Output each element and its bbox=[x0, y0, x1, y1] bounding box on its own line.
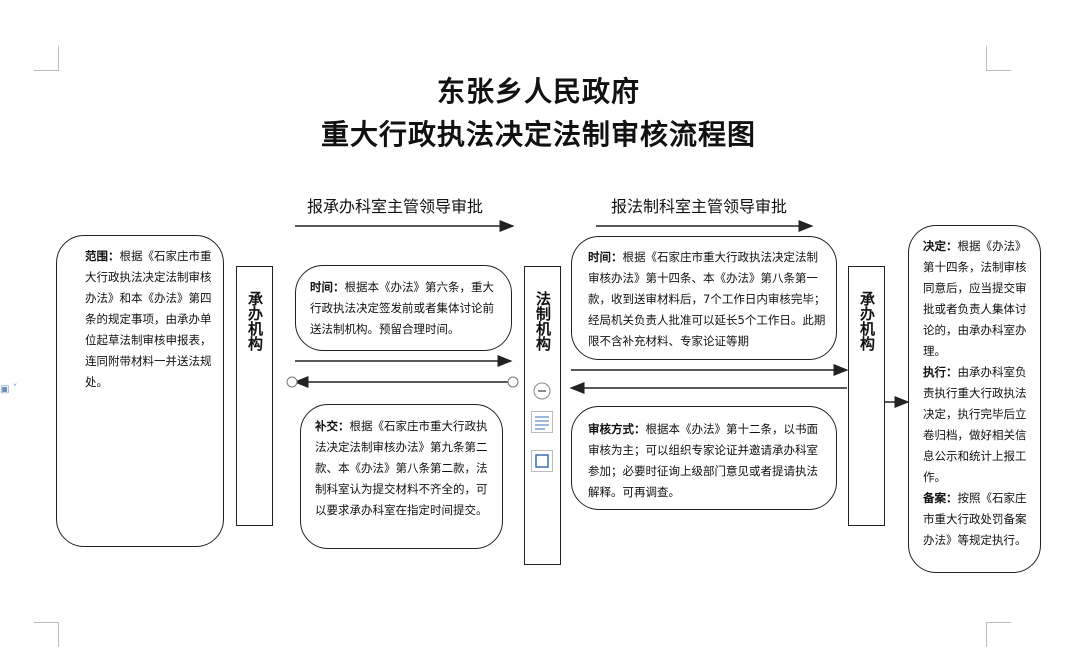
page-corner-mark bbox=[34, 622, 59, 647]
handle-right bbox=[507, 376, 519, 388]
collapse-icon[interactable] bbox=[532, 381, 552, 401]
title-line-2: 重大行政执法决定法制审核流程图 bbox=[320, 118, 756, 151]
decision-text: 根据《办法》第十四条，法制审核同意后，应当提交审批或者负责人集体讨论的，由承办科… bbox=[923, 239, 1027, 358]
page-corner-mark bbox=[986, 622, 1011, 647]
execution-heading: 执行： bbox=[923, 365, 958, 379]
legal-agency-label: 法制机构 bbox=[534, 291, 552, 351]
label-legal-leader-approval: 报法制科室主管领导审批 bbox=[611, 197, 788, 216]
left-agency-label: 承办机构 bbox=[246, 291, 264, 351]
page-corner-mark bbox=[34, 46, 59, 71]
time2-text: 根据《石家庄市重大行政执法决定法制审核办法》第十四条、本《办法》第八条第一款，收… bbox=[588, 250, 826, 348]
review-time-box: 时间：根据《石家庄市重大行政执法决定法制审核办法》第十四条、本《办法》第八条第一… bbox=[571, 236, 837, 360]
label-dept-leader-approval: 报承办科室主管领导审批 bbox=[307, 197, 484, 216]
decision-box: 决定：根据《办法》第十四条，法制审核同意后，应当提交审批或者负责人集体讨论的，由… bbox=[908, 225, 1041, 573]
supplement-box: 补交：根据《石家庄市重大行政执法决定法制审核办法》第九条第二款、本《办法》第八条… bbox=[300, 404, 503, 549]
right-agency-label: 承办机构 bbox=[858, 291, 876, 351]
submission-time-box: 时间：根据本《办法》第六条，重大行政执法决定签发前或者集体讨论前送法制机构。预留… bbox=[295, 265, 512, 351]
frame-icon[interactable] bbox=[531, 450, 553, 472]
title-line-1: 东张乡人民政府 bbox=[436, 75, 640, 108]
handle-left bbox=[286, 376, 298, 388]
layout-options-icon[interactable] bbox=[531, 411, 553, 433]
supplement-heading: 补交： bbox=[315, 419, 350, 433]
page-corner-mark bbox=[986, 46, 1011, 71]
time1-text: 根据本《办法》第六条，重大行政执法决定签发前或者集体讨论前送法制机构。预留合理时… bbox=[310, 280, 494, 336]
scope-box: 范围：根据《石家庄市重大行政执法决定法制审核办法》和本《办法》第四条的规定事项，… bbox=[56, 235, 224, 547]
scope-heading: 范围： bbox=[85, 249, 120, 263]
scope-text: 根据《石家庄市重大行政执法决定法制审核办法》和本《办法》第四条的规定事项，由承办… bbox=[85, 249, 212, 389]
time1-heading: 时间： bbox=[310, 280, 345, 294]
time2-heading: 时间： bbox=[588, 250, 623, 264]
supplement-text: 根据《石家庄市重大行政执法决定法制审核办法》第九条第二款、本《办法》第八条第二款… bbox=[315, 419, 488, 517]
side-anchor-icon: ▣ ˇ bbox=[0, 384, 18, 395]
review-method-box: 审核方式：根据本《办法》第十二条，以书面审核为主；可以组织专家论证并邀请承办科室… bbox=[571, 406, 837, 510]
left-agency-bar: 承办机构 bbox=[236, 266, 273, 526]
review-heading: 审核方式： bbox=[588, 422, 646, 436]
filing-text: 按照《石家庄市重大行政处罚备案办法》等规定执行。 bbox=[923, 491, 1027, 547]
decision-heading: 决定： bbox=[923, 239, 958, 253]
execution-text: 由承办科室负责执行重大行政执法决定，执行完毕后立卷归档，做好相关信息公示和统计上… bbox=[923, 365, 1027, 484]
right-agency-bar: 承办机构 bbox=[848, 266, 885, 526]
filing-heading: 备案： bbox=[923, 491, 958, 505]
review-text: 根据本《办法》第十二条，以书面审核为主；可以组织专家论证并邀请承办科室参加；必要… bbox=[588, 422, 818, 499]
